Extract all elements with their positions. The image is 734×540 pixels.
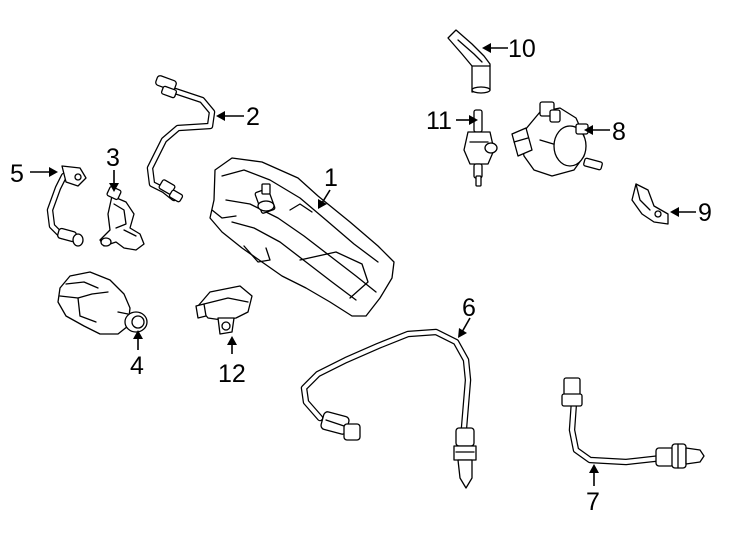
callout-label-10: 10 [508,35,536,63]
callout-1: 1 [318,164,338,209]
callout-label-5: 5 [10,160,24,188]
callout-label-2: 2 [246,103,260,131]
callout-label-8: 8 [612,118,626,146]
part-2-vapor-tube [146,75,216,203]
callout-label-4: 4 [130,352,144,380]
callout-6: 6 [458,294,476,338]
part-7-oxygen-sensor [561,377,705,469]
part-6-oxygen-sensor [300,328,477,489]
callout-label-6: 6 [462,294,476,322]
callout-2: 2 [216,103,260,131]
part-8-purge-solenoid [511,101,603,177]
part-4-vent-solenoid [57,271,148,335]
callout-5: 5 [10,160,58,188]
callout-label-9: 9 [698,199,712,227]
callout-label-11: 11 [426,107,452,135]
callout-label-3: 3 [106,144,120,172]
callout-label-12: 12 [218,360,246,388]
callout-4: 4 [130,330,144,380]
part-3-purge-valve [99,185,145,251]
callout-11: 11 [426,107,478,135]
part-5-sensor-lead [46,165,87,247]
part-11-check-valve [463,109,498,187]
callout-label-1: 1 [324,164,338,192]
callout-7: 7 [586,464,600,516]
part-9-bracket [631,183,669,225]
callout-12: 12 [218,336,246,388]
callout-label-7: 7 [586,488,600,516]
callout-8: 8 [584,118,626,146]
part-1-canister [209,157,395,317]
part-10-hose [447,29,491,94]
callout-3: 3 [106,144,120,192]
callout-9: 9 [670,199,712,227]
callout-10: 10 [482,35,536,63]
part-12-pressure-sensor [195,285,253,335]
